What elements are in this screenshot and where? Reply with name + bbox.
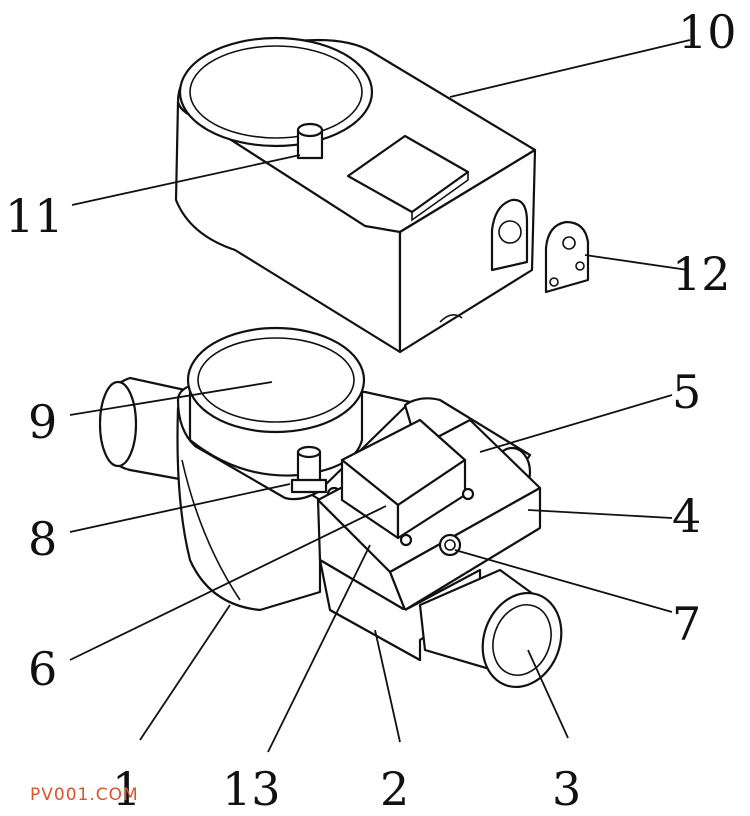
upper-cover <box>174 36 537 354</box>
part-labels: 10 11 12 5 9 4 8 7 6 1 13 2 3 <box>5 5 737 816</box>
label-1: 1 <box>112 762 141 816</box>
label-11: 11 <box>5 189 64 243</box>
meter-body <box>98 326 563 689</box>
watermark-text: PV001.COM <box>30 785 139 805</box>
label-12: 12 <box>672 247 731 301</box>
label-3: 3 <box>552 762 581 816</box>
leader-lines <box>69 39 691 753</box>
label-8: 8 <box>28 512 57 566</box>
label-6: 6 <box>28 642 57 696</box>
label-9: 9 <box>28 395 57 449</box>
label-13: 13 <box>222 762 281 816</box>
label-2: 2 <box>380 762 409 816</box>
label-7: 7 <box>672 597 701 651</box>
cover-plate <box>544 220 590 294</box>
label-4: 4 <box>672 489 701 543</box>
label-5: 5 <box>672 365 701 419</box>
label-10: 10 <box>678 5 737 59</box>
